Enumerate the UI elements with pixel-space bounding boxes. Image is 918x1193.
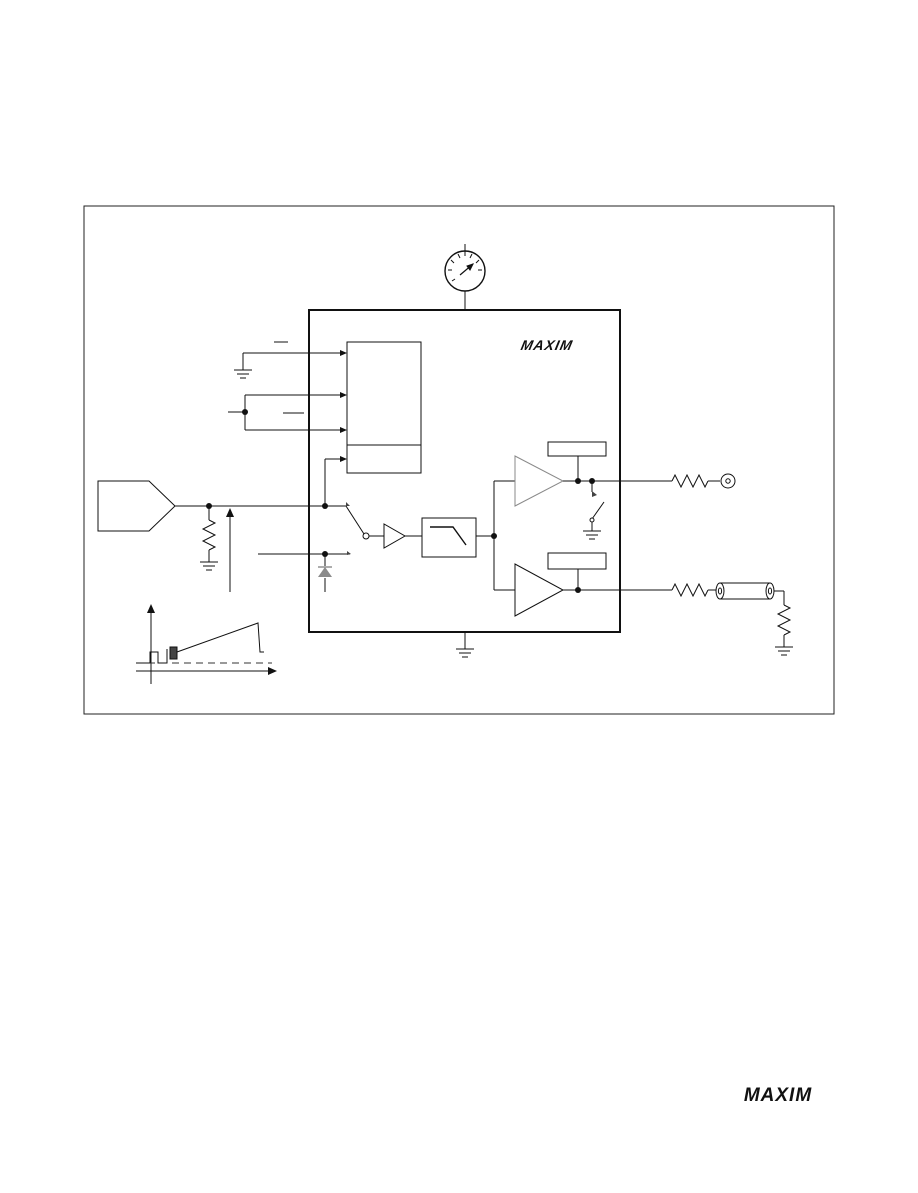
input-termination-resistor bbox=[200, 506, 218, 571]
footer-logo: MAXIM bbox=[744, 1085, 813, 1106]
clamp-diode-icon bbox=[318, 566, 332, 577]
clamp-input bbox=[258, 553, 350, 592]
output-routing bbox=[493, 480, 515, 591]
junction-dot bbox=[322, 551, 328, 557]
temperature-gauge-icon bbox=[444, 244, 486, 310]
ic-ground-icon bbox=[456, 632, 474, 658]
load-termination-resistor bbox=[775, 591, 793, 656]
upper-output-amplifier bbox=[514, 441, 672, 507]
output-disable-switch bbox=[583, 481, 605, 540]
lower-output-resistor bbox=[671, 582, 716, 598]
coax-cable-icon bbox=[715, 582, 784, 600]
switch-contact-tick bbox=[346, 502, 350, 506]
input-arrowheads bbox=[340, 350, 347, 462]
video-waveform-inset bbox=[136, 604, 277, 684]
chip-logo: MAXIM bbox=[520, 337, 575, 353]
junction-dot bbox=[575, 587, 581, 593]
figure-frame bbox=[83, 205, 835, 715]
input-buffer-amplifier bbox=[383, 523, 422, 549]
video-source-block bbox=[97, 480, 346, 532]
lower-output-amplifier bbox=[514, 552, 672, 617]
switch-contact-tick bbox=[347, 551, 351, 555]
switch-contact-tick bbox=[592, 491, 597, 497]
input-select-switch bbox=[345, 505, 384, 540]
lowpass-filter-block bbox=[421, 517, 494, 558]
junction-dot bbox=[575, 478, 581, 484]
rca-connector-icon bbox=[720, 473, 736, 489]
upper-output-resistor bbox=[671, 473, 720, 489]
control-logic-block bbox=[346, 341, 422, 474]
junction-dot bbox=[322, 503, 328, 509]
ic-package bbox=[308, 309, 621, 633]
junction-dot bbox=[242, 409, 248, 415]
control-inputs bbox=[228, 341, 343, 506]
signal-level-arrow bbox=[226, 508, 234, 592]
